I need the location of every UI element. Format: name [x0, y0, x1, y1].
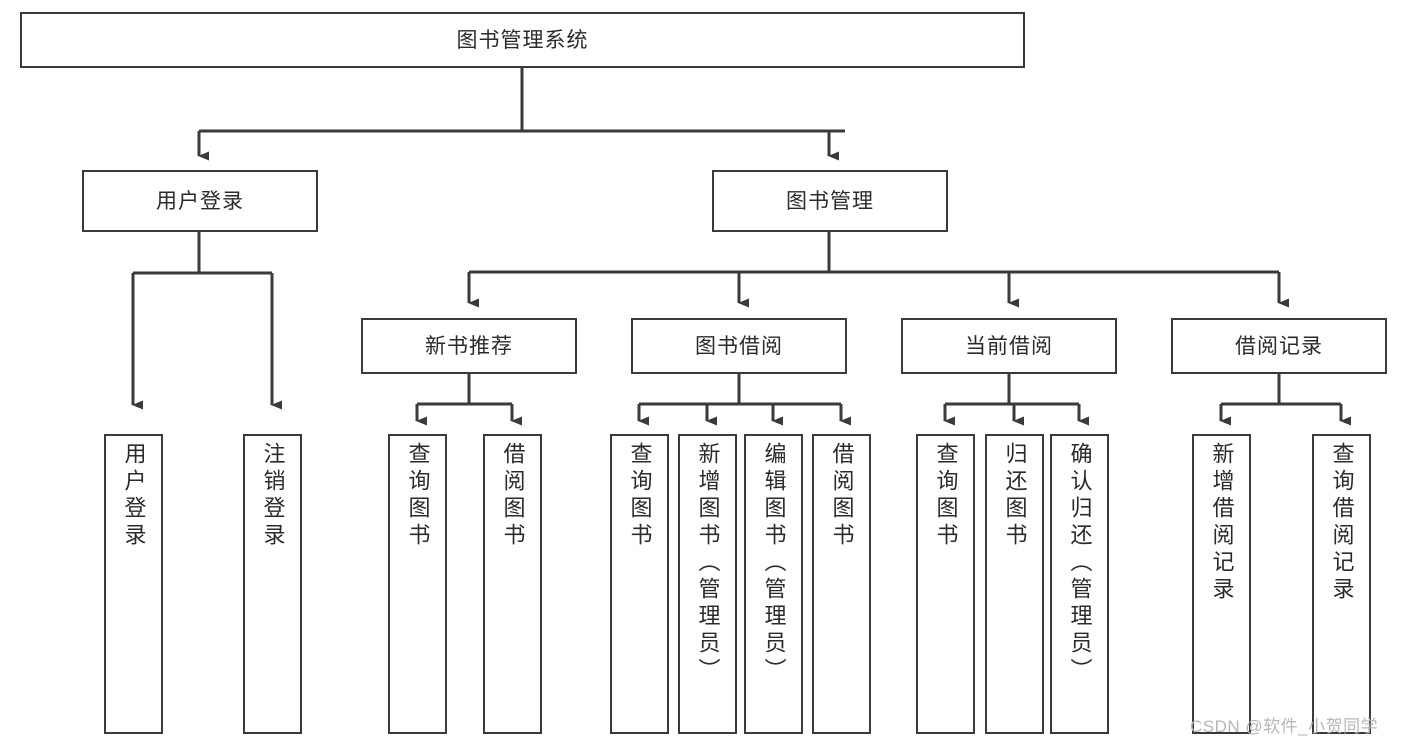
node-leaf-query-book-3[interactable]: 查询图书 [916, 434, 975, 734]
node-user-login[interactable]: 用户登录 [82, 170, 318, 232]
node-leaf-add-record-label: 新增借阅记录 [1209, 442, 1235, 604]
node-leaf-logout[interactable]: 注销登录 [243, 434, 302, 734]
node-leaf-logout-label: 注销登录 [260, 442, 286, 550]
node-leaf-edit-book-label: 编辑图书（管理员） [761, 442, 787, 685]
node-book-borrow[interactable]: 图书借阅 [631, 318, 847, 374]
node-leaf-query-record[interactable]: 查询借阅记录 [1312, 434, 1371, 734]
node-book-borrow-label: 图书借阅 [695, 334, 783, 358]
node-current-borrow-label: 当前借阅 [965, 334, 1053, 358]
node-leaf-query-book-2-label: 查询图书 [627, 442, 653, 550]
node-leaf-return-book[interactable]: 归还图书 [985, 434, 1044, 734]
node-leaf-borrow-book-2-label: 借阅图书 [829, 442, 855, 550]
node-root-label: 图书管理系统 [456, 28, 589, 52]
node-current-borrow[interactable]: 当前借阅 [901, 318, 1117, 374]
node-leaf-borrow-book-2[interactable]: 借阅图书 [812, 434, 871, 734]
node-leaf-query-book-1-label: 查询图书 [405, 442, 431, 550]
node-leaf-borrow-book-1-label: 借阅图书 [500, 442, 526, 550]
node-leaf-add-book-label: 新增图书（管理员） [695, 442, 721, 685]
node-user-login-label: 用户登录 [156, 189, 244, 213]
node-leaf-confirm-return[interactable]: 确认归还（管理员） [1050, 434, 1109, 734]
node-borrow-record-label: 借阅记录 [1235, 334, 1323, 358]
node-leaf-edit-book[interactable]: 编辑图书（管理员） [744, 434, 803, 734]
node-book-management-label: 图书管理 [786, 189, 874, 213]
csdn-watermark: CSDN @软件_小贺同学 [1190, 717, 1379, 736]
node-leaf-return-book-label: 归还图书 [1002, 442, 1028, 550]
node-leaf-add-book[interactable]: 新增图书（管理员） [678, 434, 737, 734]
node-leaf-add-record[interactable]: 新增借阅记录 [1192, 434, 1251, 734]
node-leaf-query-record-label: 查询借阅记录 [1329, 442, 1355, 604]
node-borrow-record[interactable]: 借阅记录 [1171, 318, 1387, 374]
node-leaf-query-book-2[interactable]: 查询图书 [610, 434, 669, 734]
node-new-book-recommend-label: 新书推荐 [425, 334, 513, 358]
node-leaf-borrow-book-1[interactable]: 借阅图书 [483, 434, 542, 734]
node-book-management[interactable]: 图书管理 [712, 170, 948, 232]
node-leaf-query-book-1[interactable]: 查询图书 [388, 434, 447, 734]
node-leaf-confirm-return-label: 确认归还（管理员） [1067, 442, 1093, 685]
node-root-book-management-system[interactable]: 图书管理系统 [20, 12, 1025, 68]
node-new-book-recommend[interactable]: 新书推荐 [361, 318, 577, 374]
node-leaf-user-login[interactable]: 用户登录 [104, 434, 163, 734]
node-leaf-query-book-3-label: 查询图书 [933, 442, 959, 550]
node-leaf-user-login-label: 用户登录 [121, 442, 147, 550]
